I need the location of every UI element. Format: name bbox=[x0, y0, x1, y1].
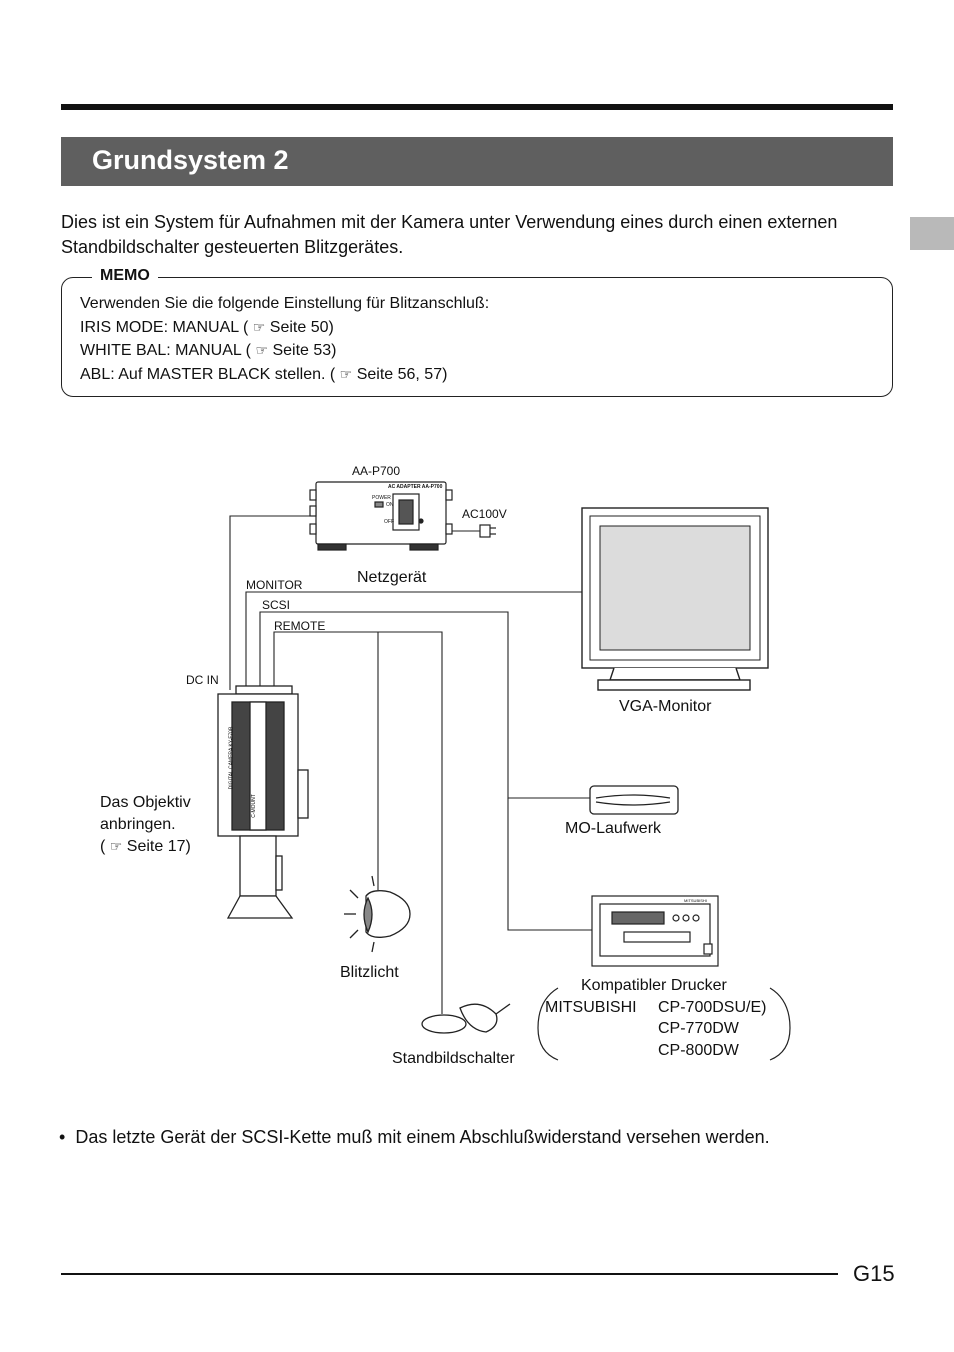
page-title: Grundsystem 2 bbox=[92, 145, 289, 175]
ac-plug bbox=[479, 524, 496, 538]
power-unit-label: Netzgerät bbox=[357, 569, 427, 586]
memo-lines: Verwenden Sie die folgende Einstellung f… bbox=[80, 292, 489, 386]
lens-note-line1: Das Objektiv bbox=[100, 794, 191, 811]
printer bbox=[591, 895, 719, 967]
vga-monitor-label: VGA-Monitor bbox=[619, 698, 712, 715]
camera-model-text: DIGITAL CAMERA KY-F70B bbox=[228, 726, 235, 790]
mo-drive-label: MO-Laufwerk bbox=[565, 820, 662, 837]
bottom-rule bbox=[61, 1273, 838, 1275]
adapter-on-label: ON bbox=[386, 502, 394, 508]
camera bbox=[217, 685, 309, 919]
memo-line: WHITE BAL: MANUAL ( ☞ Seite 53) bbox=[80, 339, 489, 363]
still-switch bbox=[421, 1003, 511, 1034]
page-number: G15 bbox=[853, 1261, 895, 1286]
bullet-mark: • bbox=[59, 1127, 66, 1147]
pointing-hand-icon: ☞ bbox=[252, 318, 266, 335]
memo-box: MEMO Verwenden Sie die folgende Einstell… bbox=[61, 267, 893, 397]
printer-model: CP-770DW bbox=[658, 1020, 739, 1037]
camera-mount-text: C-MOUNT bbox=[250, 794, 257, 818]
pointing-hand-icon: ☞ bbox=[255, 342, 268, 358]
switch-label: Standbildschalter bbox=[392, 1050, 515, 1067]
printer-brand: MITSUBISHI bbox=[545, 998, 637, 1016]
port-dcin-label: DC IN bbox=[186, 673, 219, 687]
lens-note-line3: ( ☞ Seite 17) bbox=[100, 838, 191, 855]
memo-line: Verwenden Sie die folgende Einstellung f… bbox=[80, 295, 490, 312]
top-rule bbox=[61, 104, 893, 110]
note: • Das letzte Gerät der SCSI-Kette muß mi… bbox=[59, 1127, 770, 1148]
flash bbox=[344, 875, 411, 953]
memo-title: MEMO bbox=[92, 267, 158, 285]
adapter-panel-label: AC ADAPTER AA-P700 bbox=[388, 484, 443, 490]
port-monitor-label: MONITOR bbox=[246, 578, 303, 592]
port-scsi-label: SCSI bbox=[262, 598, 291, 612]
monitor-cable bbox=[245, 591, 582, 690]
pointing-hand-icon: ☞ bbox=[339, 365, 353, 382]
printer-title: Kompatibler Drucker bbox=[581, 977, 727, 994]
mo-drive bbox=[589, 785, 679, 815]
printer-brace bbox=[537, 987, 791, 1061]
memo-line: ABL: Auf MASTER BLACK stellen. ( ☞ Seite… bbox=[80, 363, 489, 387]
ac-label: AC100V bbox=[462, 507, 507, 521]
adapter-power-label: POWER bbox=[372, 495, 391, 501]
flash-label: Blitzlicht bbox=[340, 964, 399, 981]
intro-text: Dies ist ein System für Aufnahmen mit de… bbox=[61, 212, 838, 257]
title-bar: Grundsystem 2 bbox=[61, 137, 893, 186]
dc-cable bbox=[229, 515, 313, 690]
port-remote-label: REMOTE bbox=[274, 619, 326, 633]
ac-adapter bbox=[309, 481, 453, 551]
adapter-off-label: OFF bbox=[384, 519, 394, 525]
adapter-model-label: AA-P700 bbox=[352, 464, 401, 478]
printer-model: CP-700DSU/E) bbox=[658, 998, 767, 1016]
scsi-cable-printer bbox=[507, 798, 592, 931]
memo-line: IRIS MODE: MANUAL ( ☞ Seite 50) bbox=[80, 316, 489, 340]
printer-brand-small: MITSUBISHI bbox=[684, 898, 707, 903]
pointing-hand-icon: ☞ bbox=[109, 838, 123, 854]
note-text: Das letzte Gerät der SCSI-Kette muß mit … bbox=[75, 1127, 770, 1147]
side-tab bbox=[910, 217, 954, 250]
vga-monitor bbox=[581, 507, 769, 691]
scsi-cable bbox=[259, 611, 590, 799]
lens-note-line2: anbringen. bbox=[100, 816, 176, 833]
remote-cable bbox=[273, 631, 443, 1014]
printer-model: CP-800DW bbox=[658, 1041, 739, 1059]
